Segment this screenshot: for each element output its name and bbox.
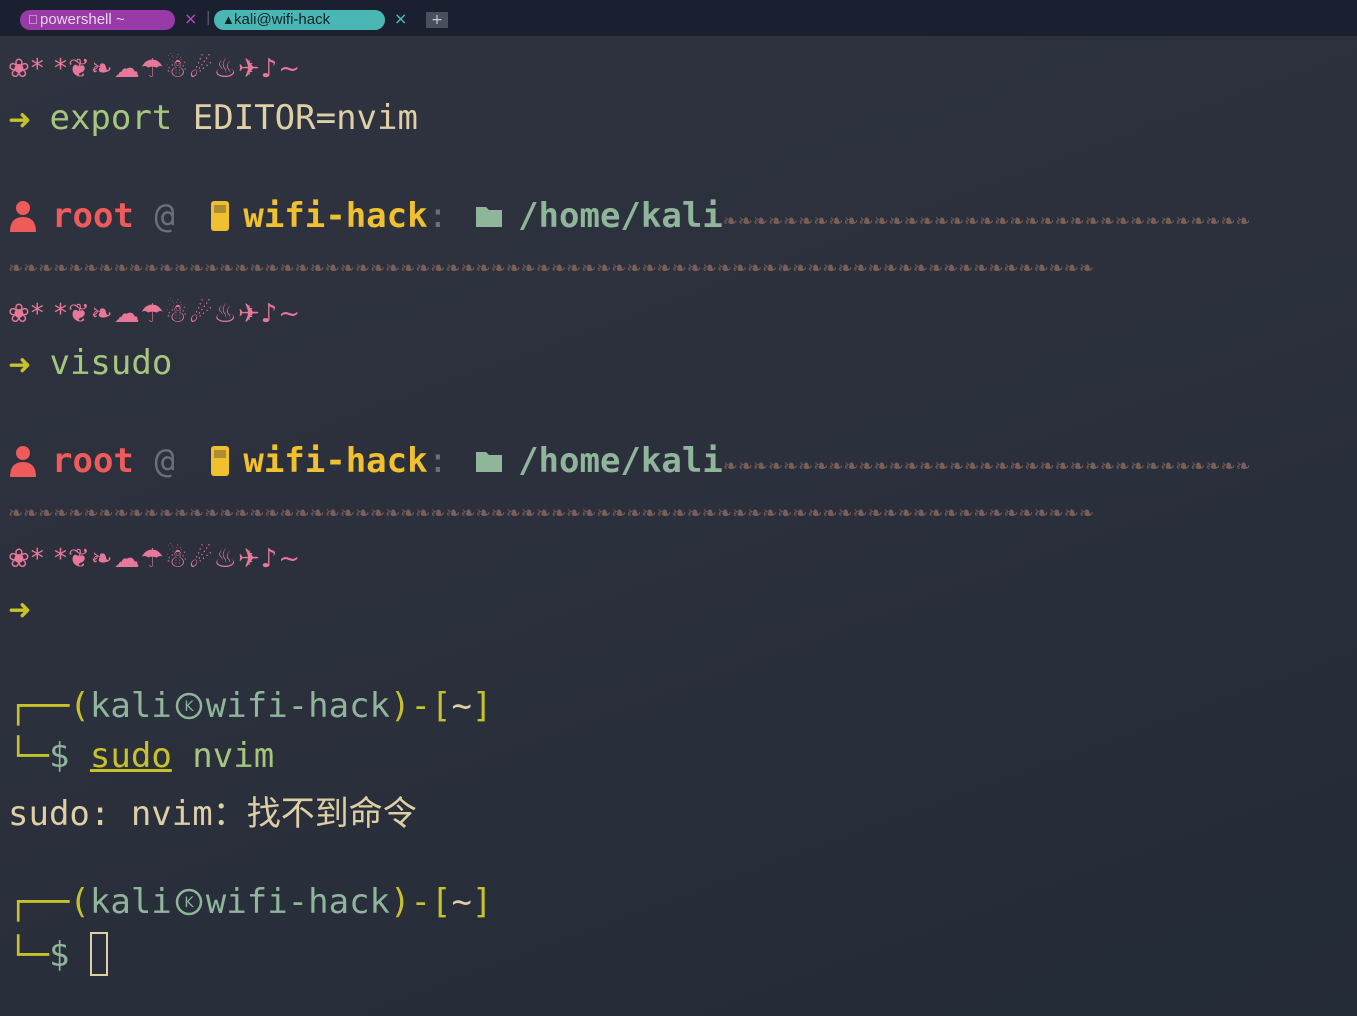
status-user: root — [52, 196, 134, 236]
prompt-decoration: ❀* *❦❧☁☂☃☄♨✈♪~ — [8, 544, 302, 574]
prompt-dollar: $ — [48, 935, 70, 975]
vine-decoration: ❧❧❧❧❧❧❧❧❧❧❧❧❧❧❧❧❧❧❧❧❧❧❧❧❧❧❧❧❧❧❧❧❧❧❧❧❧❧❧❧… — [8, 258, 1094, 279]
kali-prompt-bottom: └─$ — [8, 932, 108, 976]
command-name: sudo — [89, 736, 172, 776]
svg-text:K: K — [184, 895, 194, 911]
prompt-corner: ┌──( — [8, 882, 90, 922]
tab-powershell[interactable]:  powershell ~ — [20, 10, 175, 30]
tab-label: kali@wifi-hack — [234, 11, 331, 28]
tab-close-icon[interactable]: × — [184, 9, 198, 28]
status-path: /home/kali — [518, 196, 723, 236]
status-at: @ — [154, 196, 175, 236]
user-icon — [10, 201, 36, 232]
prompt-dir: ~ — [451, 882, 472, 922]
prompt-end: ] — [471, 686, 493, 726]
command-line: ➜ export EDITOR=nvim — [8, 98, 418, 138]
status-path: /home/kali — [518, 441, 723, 481]
tab-kali[interactable]: ▲ kali@wifi-hack — [214, 10, 385, 30]
tab-label: powershell ~ — [40, 11, 125, 28]
status-line: root @ wifi-hack: /home/kali❧❧❧❧❧❧❧❧❧❧❧❧… — [8, 196, 1251, 236]
prompt-mid: )-[ — [390, 882, 452, 922]
vine-decoration: ❧❧❧❧❧❧❧❧❧❧❧❧❧❧❧❧❧❧❧❧❧❧❧❧❧❧❧❧❧❧❧❧❧❧❧ — [722, 211, 1251, 232]
prompt-host: wifi-hack — [205, 882, 391, 922]
folder-icon — [476, 452, 503, 472]
prompt-user: kali — [89, 686, 172, 726]
terminal-body[interactable]: ❀* *❦❧☁☂☃☄♨✈♪~ ➜ export EDITOR=nvim root … — [0, 36, 1357, 1016]
command-line: ➜ — [8, 588, 49, 628]
prompt-corner: └─ — [8, 736, 49, 776]
prompt-end: ] — [471, 882, 493, 922]
kali-icon: K — [175, 692, 203, 720]
command-line: ➜ visudo — [8, 343, 172, 383]
svg-text:K: K — [184, 699, 194, 715]
prompt-user: kali — [89, 882, 172, 922]
prompt-host: wifi-hack — [205, 686, 391, 726]
prompt-mid: )-[ — [390, 686, 452, 726]
prompt-decoration: ❀* *❦❧☁☂☃☄♨✈♪~ — [8, 299, 302, 329]
kali-icon: K — [175, 888, 203, 916]
prompt-corner: ┌──( — [8, 686, 90, 726]
prompt-arrow-icon: ➜ — [8, 103, 32, 136]
linux-icon: ▲ — [222, 12, 235, 27]
new-tab-button[interactable]: + — [426, 12, 448, 28]
command-name: visudo — [49, 343, 173, 383]
error-output: sudo: nvim：找不到命令 — [8, 794, 417, 834]
vine-decoration: ❧❧❧❧❧❧❧❧❧❧❧❧❧❧❧❧❧❧❧❧❧❧❧❧❧❧❧❧❧❧❧❧❧❧❧❧❧❧❧❧… — [8, 503, 1094, 524]
phone-icon — [211, 201, 230, 231]
command-name: export — [49, 98, 173, 138]
terminal-cursor[interactable] — [89, 932, 108, 976]
status-host: wifi-hack — [243, 441, 428, 481]
folder-icon — [476, 207, 503, 227]
vine-decoration: ❧❧❧❧❧❧❧❧❧❧❧❧❧❧❧❧❧❧❧❧❧❧❧❧❧❧❧❧❧❧❧❧❧❧❧ — [722, 456, 1251, 477]
status-at: @ — [154, 441, 175, 481]
kali-prompt-top: ┌──(kali K wifi-hack)-[~] — [8, 882, 492, 922]
phone-icon — [211, 446, 230, 476]
prompt-arrow-icon: ➜ — [8, 348, 32, 381]
tab-close-icon[interactable]: × — [394, 9, 408, 28]
kali-prompt-bottom: └─$ sudo nvim — [8, 736, 274, 776]
status-line: root @ wifi-hack: /home/kali❧❧❧❧❧❧❧❧❧❧❧❧… — [8, 441, 1251, 481]
status-colon: : — [427, 196, 449, 236]
command-args: nvim — [192, 736, 275, 776]
status-colon: : — [427, 441, 449, 481]
kali-prompt-top: ┌──(kali K wifi-hack)-[~] — [8, 686, 492, 726]
tab-divider: | — [204, 10, 213, 26]
status-host: wifi-hack — [243, 196, 428, 236]
prompt-corner: └─ — [8, 935, 49, 975]
prompt-arrow-icon: ➜ — [8, 593, 32, 626]
prompt-dir: ~ — [451, 686, 472, 726]
apple-icon:  — [28, 10, 38, 30]
user-icon — [10, 446, 36, 477]
status-user: root — [52, 441, 134, 481]
tab-bar:  powershell ~ × | ▲ kali@wifi-hack × + — [0, 0, 1357, 36]
command-args: EDITOR=nvim — [192, 98, 418, 138]
prompt-dollar: $ — [48, 736, 70, 776]
prompt-decoration: ❀* *❦❧☁☂☃☄♨✈♪~ — [8, 54, 302, 84]
